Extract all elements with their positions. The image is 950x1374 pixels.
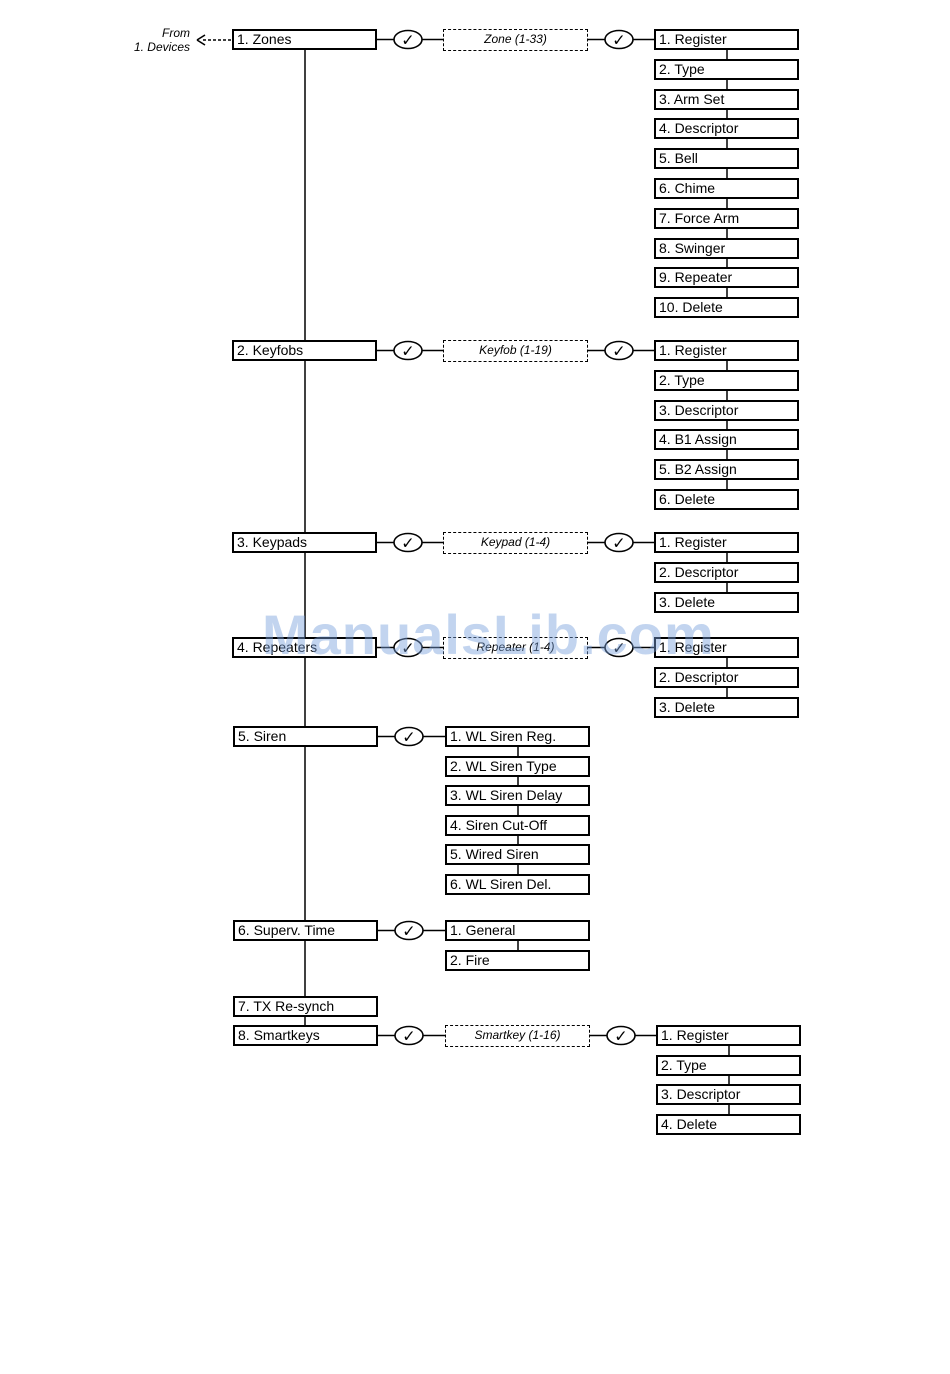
svg-text:✓: ✓ — [612, 639, 625, 658]
menu-4-option-3[interactable]: 3. Delete — [654, 697, 799, 718]
menu-5-option-6[interactable]: 6. WL Siren Del. — [445, 874, 590, 895]
menu-1-option-6[interactable]: 6. Chime — [654, 178, 799, 199]
menu-1-option-4[interactable]: 4. Descriptor — [654, 118, 799, 139]
check-icon: ✓ — [606, 1025, 636, 1046]
from-label-line2: 1. Devices — [133, 40, 190, 54]
menu-5-option-2[interactable]: 2. WL Siren Type — [445, 756, 590, 777]
menu-8-option-1[interactable]: 1. Register — [656, 1025, 801, 1046]
svg-text:✓: ✓ — [401, 342, 414, 361]
check-icon: ✓ — [604, 532, 634, 553]
menu-1-option-5[interactable]: 5. Bell — [654, 148, 799, 169]
menu-item-4[interactable]: 4. Repeaters — [232, 637, 377, 658]
menu-2-option-3[interactable]: 3. Descriptor — [654, 400, 799, 421]
menu-item-1[interactable]: 1. Zones — [232, 29, 377, 50]
menu-1-option-3[interactable]: 3. Arm Set — [654, 89, 799, 110]
menu-item-7[interactable]: 7. TX Re-synch — [233, 996, 378, 1017]
svg-text:✓: ✓ — [401, 31, 414, 50]
svg-text:✓: ✓ — [401, 534, 414, 553]
svg-text:✓: ✓ — [614, 1027, 627, 1046]
menu-2-option-5[interactable]: 5. B2 Assign — [654, 459, 799, 480]
menu-item-5[interactable]: 5. Siren — [233, 726, 378, 747]
menu-1-option-8[interactable]: 8. Swinger — [654, 238, 799, 259]
menu-5-option-4[interactable]: 4. Siren Cut-Off — [445, 815, 590, 836]
selector-4[interactable]: Repeater (1-4) — [443, 637, 588, 659]
menu-2-option-2[interactable]: 2. Type — [654, 370, 799, 391]
svg-text:✓: ✓ — [401, 639, 414, 658]
menu-1-option-9[interactable]: 9. Repeater — [654, 267, 799, 288]
svg-text:✓: ✓ — [402, 1027, 415, 1046]
svg-text:✓: ✓ — [612, 534, 625, 553]
menu-6-option-1[interactable]: 1. General — [445, 920, 590, 941]
menu-2-option-1[interactable]: 1. Register — [654, 340, 799, 361]
menu-4-option-1[interactable]: 1. Register — [654, 637, 799, 658]
menu-8-option-4[interactable]: 4. Delete — [656, 1114, 801, 1135]
menu-5-option-5[interactable]: 5. Wired Siren — [445, 844, 590, 865]
menu-1-option-2[interactable]: 2. Type — [654, 59, 799, 80]
check-icon: ✓ — [604, 29, 634, 50]
svg-text:✓: ✓ — [612, 342, 625, 361]
watermark: ManualsLib.com — [262, 603, 715, 666]
from-devices-label: From 1. Devices — [112, 26, 190, 54]
menu-3-option-2[interactable]: 2. Descriptor — [654, 562, 799, 583]
menu-item-3[interactable]: 3. Keypads — [232, 532, 377, 553]
check-icon: ✓ — [394, 920, 424, 941]
check-icon: ✓ — [393, 637, 423, 658]
check-icon: ✓ — [393, 29, 423, 50]
menu-1-option-10[interactable]: 10. Delete — [654, 297, 799, 318]
svg-text:✓: ✓ — [612, 31, 625, 50]
selector-8[interactable]: Smartkey (1-16) — [445, 1025, 590, 1047]
check-icon: ✓ — [394, 1025, 424, 1046]
menu-3-option-1[interactable]: 1. Register — [654, 532, 799, 553]
menu-4-option-2[interactable]: 2. Descriptor — [654, 667, 799, 688]
menu-8-option-2[interactable]: 2. Type — [656, 1055, 801, 1076]
menu-5-option-1[interactable]: 1. WL Siren Reg. — [445, 726, 590, 747]
menu-item-6[interactable]: 6. Superv. Time — [233, 920, 378, 941]
menu-5-option-3[interactable]: 3. WL Siren Delay — [445, 785, 590, 806]
menu-2-option-6[interactable]: 6. Delete — [654, 489, 799, 510]
menu-item-8[interactable]: 8. Smartkeys — [233, 1025, 378, 1046]
check-icon: ✓ — [394, 726, 424, 747]
check-icon: ✓ — [604, 340, 634, 361]
from-arrow-head — [196, 34, 206, 46]
menu-2-option-4[interactable]: 4. B1 Assign — [654, 429, 799, 450]
from-label-line1: From — [162, 26, 190, 40]
selector-3[interactable]: Keypad (1-4) — [443, 532, 588, 554]
menu-1-option-7[interactable]: 7. Force Arm — [654, 208, 799, 229]
selector-2[interactable]: Keyfob (1-19) — [443, 340, 588, 362]
selector-1[interactable]: Zone (1-33) — [443, 29, 588, 51]
menu-6-option-2[interactable]: 2. Fire — [445, 950, 590, 971]
menu-8-option-3[interactable]: 3. Descriptor — [656, 1084, 801, 1105]
svg-text:✓: ✓ — [402, 728, 415, 747]
check-icon: ✓ — [393, 532, 423, 553]
menu-3-option-3[interactable]: 3. Delete — [654, 592, 799, 613]
menu-1-option-1[interactable]: 1. Register — [654, 29, 799, 50]
check-icon: ✓ — [393, 340, 423, 361]
menu-item-2[interactable]: 2. Keyfobs — [232, 340, 377, 361]
svg-text:✓: ✓ — [402, 922, 415, 941]
